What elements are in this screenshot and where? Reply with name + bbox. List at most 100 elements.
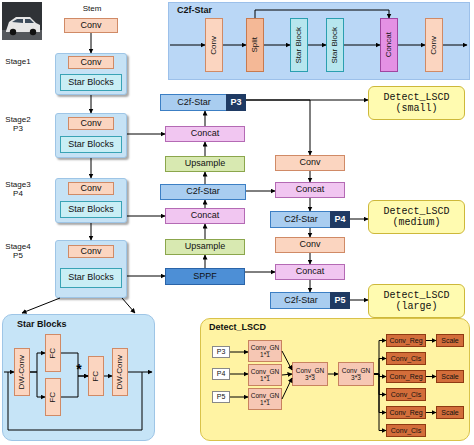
head-conv-block: Scale (436, 370, 464, 383)
connector-arrow (310, 280, 311, 292)
node-text: Conv_GN 3*3 (293, 367, 327, 381)
connector-arrow (374, 374, 386, 395)
conv-gn-block: Conv_GN 1*1 (248, 364, 282, 386)
panel-title: Detect_LSCD (209, 323, 289, 333)
node-text: C2f-Star (186, 187, 220, 197)
head-conv-block: Conv_Cls (386, 352, 426, 365)
connector-arrow (310, 171, 311, 182)
connector-arrow (246, 100, 310, 155)
input-tag: P5 (212, 391, 230, 403)
stage-panel: Stage3 P4ConvStar Blocks (55, 178, 127, 223)
node-text: Conv (80, 247, 101, 257)
node-text: Stage1 (3, 58, 33, 67)
node-text: Conv_Cls (391, 355, 421, 363)
node-text: Concat (385, 32, 394, 57)
node-text: C2f-Star (271, 212, 331, 227)
conv-gn-block: Conv_GN 1*1 (248, 388, 282, 410)
c2f-star-block: C2f-StarP4 (270, 211, 350, 228)
head-conv-block: Conv_Reg (386, 406, 426, 419)
node-text: Star Blocks (68, 205, 114, 215)
node-text: Conv (299, 240, 320, 250)
node-text: Concat (191, 211, 220, 221)
conv-block: Conv (275, 155, 345, 171)
connector-arrow (205, 224, 206, 239)
connector-arrow (398, 45, 425, 46)
detect-head: Detect_LSCD (large) (368, 284, 465, 318)
connector-arrow (374, 374, 386, 413)
node-text: P5 (334, 296, 345, 306)
concat-block: Concat (165, 126, 245, 142)
connector-arrow (127, 134, 165, 135)
connector-arrow (61, 376, 88, 397)
conv-gn-block: Conv_GN 3*3 (292, 362, 328, 386)
node-text: FC (92, 371, 101, 382)
node-text: P5 (217, 393, 226, 401)
fc-layer: FC (45, 334, 61, 372)
star-blocks-box: Star Blocks (60, 74, 122, 91)
conv-block: Conv (68, 117, 114, 130)
connector-arrow (308, 45, 326, 46)
node-text: DW-Conv (18, 355, 27, 390)
node-text: SPPF (193, 272, 217, 282)
conv-block: Conv (205, 18, 223, 72)
level-tag: P3 (226, 94, 246, 111)
connector-arrow (282, 374, 292, 375)
connector-arrow (246, 100, 368, 101)
connector-arrow (310, 198, 311, 211)
stage-panel: Stage2 P3ConvStar Blocks (55, 113, 127, 158)
concat-block: Concat (275, 264, 345, 280)
concat-block: Concat (165, 208, 245, 224)
node-text: Conv_Reg (389, 373, 422, 381)
connector-arrow (205, 200, 206, 208)
node-text: Conv (80, 58, 101, 68)
node-text: Conv_GN 1*1 (249, 344, 281, 358)
conv-block: DW-Conv (14, 348, 30, 396)
conv-block: Conv (275, 237, 345, 253)
sppf-block: SPPF (165, 268, 245, 285)
connector-arrow (205, 255, 206, 268)
conv-block: DW-Conv (112, 348, 128, 396)
head-conv-block: Conv_Cls (386, 388, 426, 401)
conv-gn-block: Conv_GN 1*1 (248, 340, 282, 362)
node-text: P3 (230, 98, 241, 108)
upsample-block: Upsample (165, 239, 245, 255)
node-text: P4 (334, 215, 345, 225)
connector-arrow (127, 276, 165, 277)
c2f-star-block: C2f-StarP5 (270, 292, 350, 309)
node-text: Conv_GN 1*1 (249, 368, 281, 382)
conv-block: Conv (68, 245, 114, 258)
connector-arrow (223, 45, 246, 46)
conv-block: Conv (68, 56, 114, 69)
connector-arrow (230, 397, 248, 398)
connector-arrow (205, 172, 206, 184)
node-text: Scale (441, 337, 459, 345)
connector-arrow (30, 353, 45, 372)
node-text: Star Block (295, 27, 304, 63)
input-tag: P4 (212, 368, 230, 380)
node-text: Concat (296, 267, 325, 277)
connector-arrow (245, 272, 275, 273)
node-text: Conv_Reg (389, 337, 422, 345)
connector-arrow (282, 351, 292, 370)
node-text: Conv_Cls (391, 391, 421, 399)
node-text: Conv_Cls (391, 427, 421, 435)
star-blocks-box: Star Blocks (60, 201, 122, 218)
node-text: FC (49, 392, 58, 403)
node-text: Conv (299, 158, 320, 168)
node-text: Conv (430, 36, 439, 55)
star-blocks-box: Star Blocks (60, 136, 122, 153)
panel-title: C2f-Star (177, 6, 237, 16)
star-block: Star Block (290, 18, 308, 72)
connector-arrow (374, 341, 386, 375)
star-block: Star Block (326, 18, 344, 72)
fc-layer: FC (45, 378, 61, 416)
connector-arrow (127, 216, 165, 217)
star-blocks-box: Star Blocks (60, 268, 122, 288)
panel-title: Star Blocks (17, 320, 97, 330)
node-text: Scale (441, 373, 459, 381)
node-text: Star Blocks (68, 140, 114, 150)
node-text: P3 (217, 348, 226, 356)
connector-arrow (374, 374, 386, 377)
node-text: Conv (80, 184, 101, 194)
level-tag: P4 (330, 211, 350, 228)
